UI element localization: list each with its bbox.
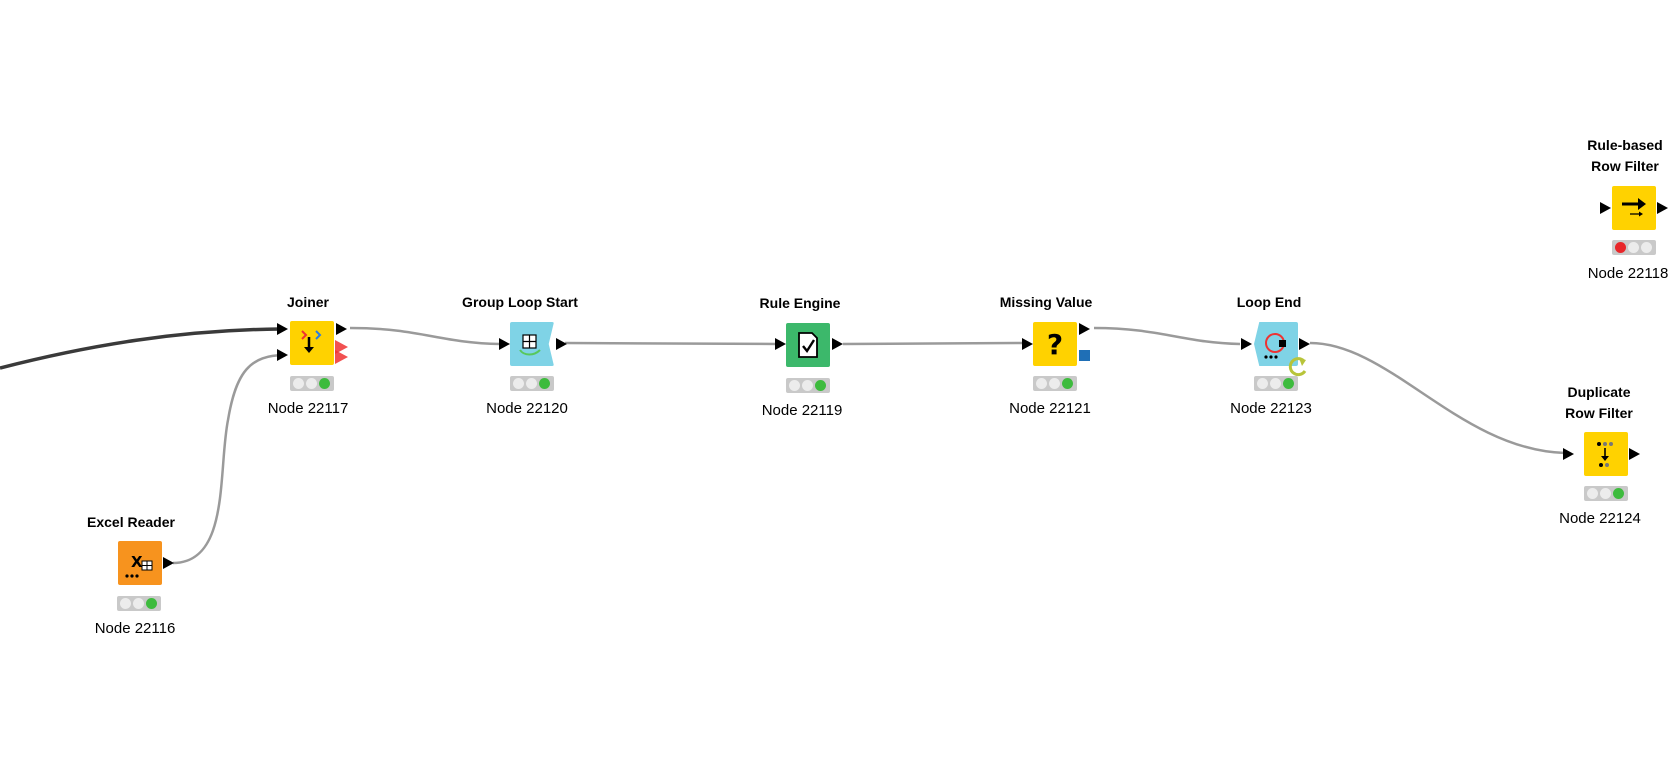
output-port[interactable]: [163, 557, 174, 569]
connection-joiner-to-group-loop-start[interactable]: [349, 326, 501, 346]
inactive-ports-icon: [335, 340, 348, 364]
node-title-line2: Row Filter: [1591, 158, 1659, 174]
node-title: Excel Reader: [87, 514, 175, 530]
question-mark-icon: ?: [1046, 327, 1064, 361]
node-title: Group Loop Start: [462, 294, 578, 310]
status-traffic-light: [510, 376, 554, 391]
group-loop-start-icon[interactable]: [510, 322, 554, 366]
connection-missing-value-to-loop-end[interactable]: [1093, 326, 1241, 346]
node-label: Node 22123: [1230, 400, 1312, 417]
output-port[interactable]: [1299, 338, 1310, 350]
node-title-line1: Duplicate: [1567, 384, 1631, 400]
node-title-line2: Row Filter: [1565, 405, 1633, 421]
node-label: Node 22118: [1587, 265, 1669, 282]
connection-incoming-to-joiner[interactable]: [0, 327, 281, 370]
output-port[interactable]: [832, 338, 843, 350]
status-traffic-light: [786, 378, 830, 393]
joiner-icon[interactable]: [290, 321, 334, 365]
status-traffic-light: [290, 376, 334, 391]
output-port[interactable]: [1629, 448, 1640, 460]
node-label: Node 22121: [1009, 400, 1091, 417]
status-traffic-light: [1612, 240, 1656, 255]
status-traffic-light: [1033, 376, 1077, 391]
right-input-port[interactable]: [277, 349, 288, 361]
input-port[interactable]: [775, 338, 786, 350]
node-label: Node 22116: [94, 620, 176, 637]
input-port[interactable]: [1600, 202, 1611, 214]
node-title: Rule Engine: [759, 295, 841, 311]
rule-engine-icon[interactable]: [786, 323, 830, 367]
node-title: Missing Value: [999, 294, 1093, 310]
node-label: Node 22120: [486, 400, 568, 417]
input-port[interactable]: [1241, 338, 1252, 350]
status-traffic-light: [1254, 376, 1298, 391]
output-port[interactable]: [556, 338, 567, 350]
connection-group-loop-start-to-rule-engine[interactable]: [564, 341, 779, 346]
left-input-port[interactable]: [277, 323, 288, 335]
connection-loop-end-to-duplicate-row-filter[interactable]: [1309, 341, 1566, 455]
node-label: Node 22124: [1559, 510, 1641, 527]
status-traffic-light: [117, 596, 161, 611]
output-port[interactable]: [336, 323, 347, 335]
input-port[interactable]: [499, 338, 510, 350]
duplicate-row-filter-icon[interactable]: [1584, 432, 1628, 476]
output-port[interactable]: [1657, 202, 1668, 214]
node-label: Node 22119: [761, 402, 843, 419]
input-port[interactable]: [1563, 448, 1574, 460]
loop-end-icon[interactable]: [1254, 322, 1298, 366]
missing-value-icon[interactable]: ?: [1033, 322, 1077, 366]
node-title: Joiner: [286, 294, 330, 310]
svg-text:X: X: [131, 553, 143, 571]
excel-reader-icon[interactable]: X: [118, 541, 162, 585]
connection-excel-reader-to-joiner[interactable]: [172, 353, 286, 565]
node-title: Loop End: [1236, 294, 1302, 310]
status-traffic-light: [1584, 486, 1628, 501]
connection-rule-engine-to-missing-value[interactable]: [842, 341, 1026, 346]
node-title-line1: Rule-based: [1587, 137, 1663, 153]
model-output-port[interactable]: [1079, 350, 1090, 361]
node-label: Node 22117: [267, 400, 349, 417]
output-port[interactable]: [1079, 323, 1090, 335]
input-port[interactable]: [1022, 338, 1033, 350]
loop-refresh-icon: [1288, 357, 1307, 377]
rule-based-row-filter-icon[interactable]: [1612, 186, 1656, 230]
